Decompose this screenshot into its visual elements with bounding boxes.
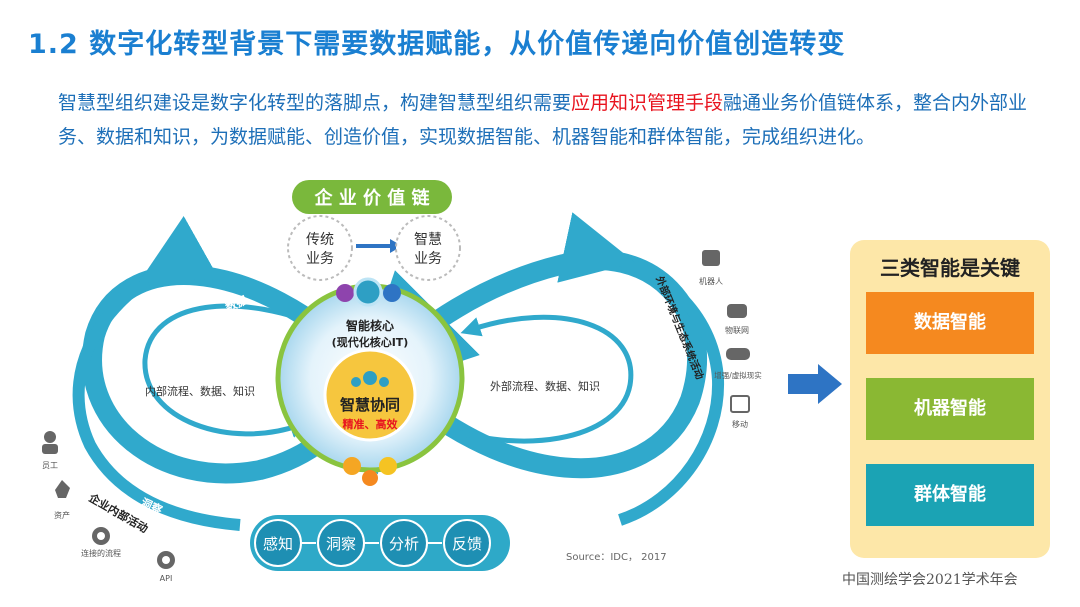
collab-label: 智慧协同 <box>340 396 400 414</box>
iot-icon <box>727 304 747 318</box>
robot-icon <box>702 250 720 266</box>
tag-action: 行动 <box>484 476 510 495</box>
svg-text:反馈: 反馈 <box>452 535 482 553</box>
svg-text:连接的流程: 连接的流程 <box>81 548 121 558</box>
vr-icon <box>726 348 750 360</box>
machine-intelligence-box: 机器智能 <box>866 378 1034 440</box>
intro-highlight: 应用知识管理手段 <box>571 92 724 114</box>
svg-text:分析: 分析 <box>389 535 419 553</box>
panel-title: 三类智能是关键 <box>880 256 1020 280</box>
core-title: 智能核心 <box>345 318 394 333</box>
value-chain-pill <box>292 180 452 214</box>
value-chain-label: 企 业 价 值 链 <box>313 187 430 209</box>
group-intelligence-box: 群体智能 <box>866 464 1034 526</box>
source-note: Source：IDC， 2017 <box>566 552 667 563</box>
right-arrow-icon <box>788 364 842 404</box>
footer-text: 中国测绘学会2021学术年会 <box>842 572 1018 588</box>
svg-text:智慧: 智慧 <box>414 232 442 248</box>
svg-text:增强/虚拟现实: 增强/虚拟现实 <box>714 370 762 380</box>
collab-circle <box>323 348 417 442</box>
loop-right-inner <box>419 314 634 444</box>
loop-left-outer <box>82 265 409 484</box>
svg-text:业务: 业务 <box>414 251 442 267</box>
svg-text:物联网: 物联网 <box>725 325 749 335</box>
svg-text:洞察: 洞察 <box>326 535 356 553</box>
intelligence-panel: 三类智能是关键 数据智能 机器智能 群体智能 <box>850 240 1050 558</box>
slide-title: 1.2 数字化转型背景下需要数据赋能，从价值传递向价值创造转变 <box>28 29 846 60</box>
svg-text:API: API <box>160 574 173 583</box>
right-loop-label: 外部流程、数据、知识 <box>490 379 600 393</box>
collab-sub: 精准、高效 <box>343 417 399 431</box>
svg-text:业务: 业务 <box>306 251 334 267</box>
loop-left-inner <box>142 303 332 438</box>
arc-right-big <box>557 212 725 526</box>
employee-icon <box>42 431 58 454</box>
asset-icon <box>55 480 70 498</box>
svg-text:传统: 传统 <box>306 232 334 248</box>
smart-circle <box>395 215 461 281</box>
left-loop-label: 内部流程、数据、知识 <box>145 384 255 398</box>
data-intelligence-box: 数据智能 <box>866 292 1034 354</box>
step-feedback <box>443 519 491 567</box>
gear-icon <box>336 284 354 302</box>
svg-text:感知: 感知 <box>263 535 293 553</box>
svg-text:员工: 员工 <box>42 461 58 470</box>
loop-right-outer <box>352 250 707 479</box>
gear-icon <box>343 457 361 475</box>
intro-paragraph: 智慧型组织建设是数字化转型的落脚点，构建智慧型组织需要应用知识管理手段融通业务价… <box>58 86 1038 154</box>
arc-left-big <box>72 215 241 531</box>
svg-text:移动: 移动 <box>732 419 748 429</box>
core-subtitle: (现代化核心IT) <box>332 335 409 349</box>
svg-text:机器人: 机器人 <box>699 276 723 286</box>
mobile-icon <box>730 395 750 413</box>
svg-text:资产: 资产 <box>54 510 70 520</box>
traditional-circle <box>287 215 353 281</box>
intro-text-1: 智慧型组织建设是数字化转型的落脚点，构建智慧型组织需要 <box>58 92 572 114</box>
intro-text-2: 融通业务价值链体系，整合内外部业务、数据和知识，为数据赋能、创造价值，实现数据智… <box>58 92 1028 148</box>
people-icon <box>363 371 377 385</box>
tag-right-data: 数据 <box>611 308 637 330</box>
